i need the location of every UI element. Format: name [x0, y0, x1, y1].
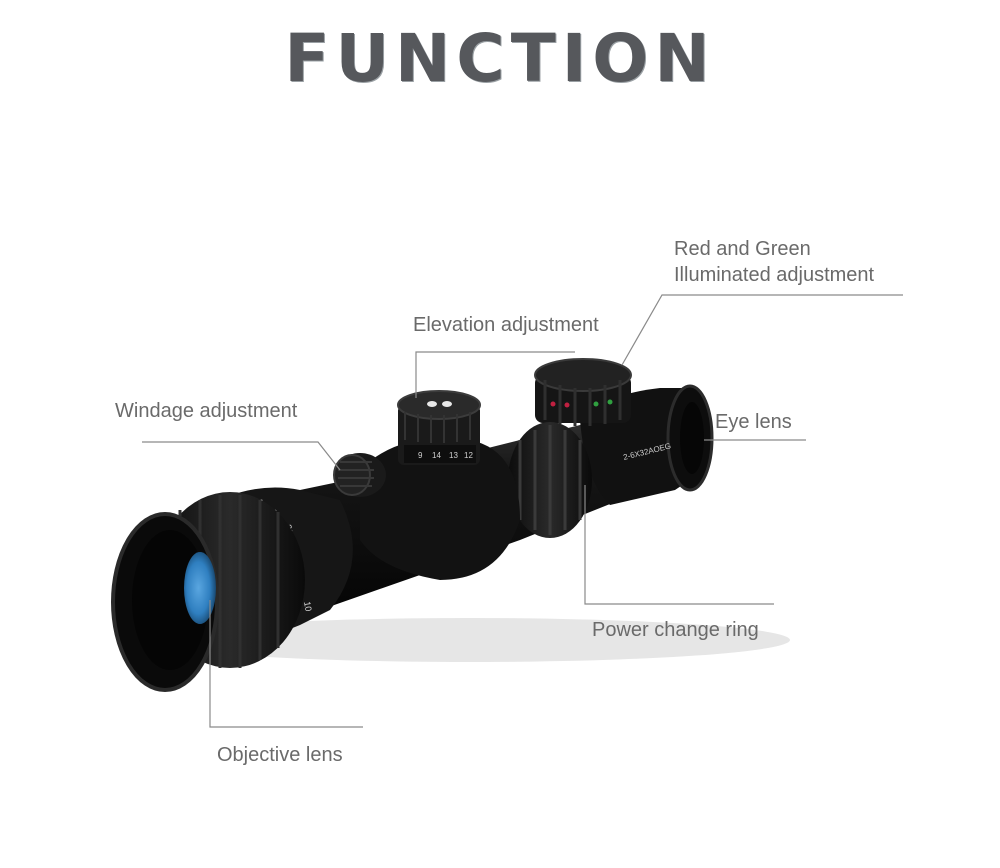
turret-number: 14	[432, 451, 441, 460]
label-objective: Objective lens	[217, 744, 343, 766]
turret-number: 13	[449, 451, 458, 460]
leader-elevation	[415, 351, 575, 398]
scope-shadow	[150, 618, 790, 662]
objective-lens	[184, 552, 216, 624]
power-ring	[508, 422, 592, 538]
label-illuminated-line1: Red and Green	[674, 238, 811, 260]
leader-power-ring	[584, 485, 774, 605]
leader-windage	[142, 441, 341, 471]
label-illuminated: Red and Green Illuminated adjustment	[674, 236, 874, 288]
windage-turret	[333, 453, 386, 497]
turret-number: 9	[418, 451, 423, 460]
page-title: FUNCTION	[284, 20, 716, 97]
label-illuminated-line2: Illuminated adjustment	[674, 264, 875, 286]
illumination-knob	[534, 358, 632, 426]
label-windage: Windage adjustment	[115, 400, 298, 422]
turret-number: 12	[464, 451, 473, 460]
leader-illuminated	[621, 294, 903, 366]
objective-bell: 20 30 50 10	[111, 487, 353, 692]
label-elevation: Elevation adjustment	[413, 314, 599, 336]
turret-saddle	[360, 438, 520, 580]
label-eye-lens: Eye lens	[715, 411, 792, 433]
elevation-turret: 9 14 13 12	[397, 390, 481, 465]
leader-objective	[209, 600, 363, 728]
leader-lines	[142, 294, 903, 728]
focus-number: 10	[302, 601, 314, 613]
label-power-ring: Power change ring	[592, 619, 759, 641]
